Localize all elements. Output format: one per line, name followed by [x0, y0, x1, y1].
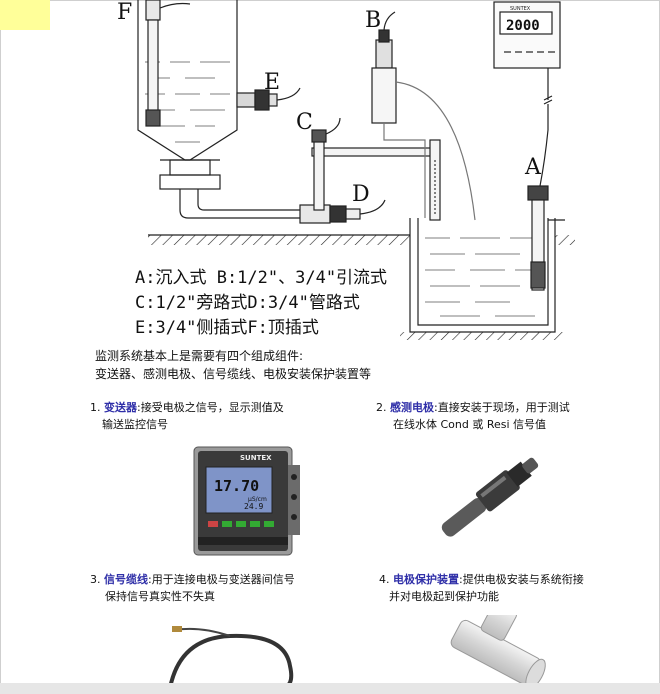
transmitter-unit: μS/cm	[248, 496, 267, 503]
intro-line-1: 监测系统基本上是需要有四个组成组件:	[95, 349, 304, 363]
legend-line-2: C:1/2"旁路式D:3/4"管路式	[135, 293, 360, 313]
item-name: 变送器	[104, 401, 137, 414]
label-c: C	[296, 110, 313, 135]
component-item-4: 4. 电极保护装置:提供电极安装与系统衔接 并对电极起到保护功能	[379, 571, 649, 605]
controller-brand: SUNTEX	[510, 6, 531, 12]
component-item-3: 3. 信号缆线:用于连接电极与变送器间信号 保持信号真实性不失真	[90, 571, 360, 605]
transmitter-temp: 24.9	[244, 502, 263, 511]
item-name: 电极保护装置	[393, 573, 459, 586]
item-desc: :用于连接电极与变送器间信号	[148, 573, 295, 586]
item-desc-2: 在线水体 Cond 或 Resi 信号值	[393, 418, 547, 431]
item-desc: :提供电极安装与系统衔接	[459, 573, 584, 586]
label-a: A	[525, 155, 541, 180]
electrode-image	[441, 457, 539, 537]
item-number: 4.	[379, 573, 390, 586]
component-item-1: 1. 变送器:接受电极之信号，显示测值及 输送监控信号	[90, 399, 360, 433]
item-desc-2: 保持信号真实性不失真	[105, 590, 215, 603]
label-f: F	[117, 0, 133, 25]
electrode-holder-image	[450, 615, 546, 689]
item-desc-2: 并对电极起到保护功能	[389, 590, 499, 603]
installation-diagram: 2000 SUNTEX	[137, 0, 575, 340]
item-number: 2.	[376, 401, 387, 414]
controller-display-value: 2000	[506, 18, 540, 34]
transmitter-brand: SUNTEX	[240, 454, 272, 462]
legend-line-1: A:沉入式 B:1/2"、3/4"引流式	[135, 268, 388, 288]
highlight-corner	[0, 0, 50, 30]
cable-image	[168, 626, 294, 688]
component-item-2: 2. 感测电极:直接安装于现场，用于测试 在线水体 Cond 或 Resi 信号…	[376, 399, 646, 433]
transmitter-image: SUNTEX 17.70 μS/cm 24.9	[193, 446, 300, 556]
transmitter-reading: 17.70	[214, 477, 259, 495]
item-name: 感测电极	[390, 401, 434, 414]
legend-line-3: E:3/4"侧插式F:顶插式	[135, 318, 319, 338]
intro-line-2: 变送器、感测电极、信号缆线、电极安装保护装置等	[95, 367, 372, 381]
label-d: D	[352, 182, 370, 207]
bottom-bar	[0, 683, 660, 694]
item-number: 1.	[90, 401, 101, 414]
item-desc-2: 输送监控信号	[102, 418, 168, 431]
label-e: E	[264, 70, 281, 95]
item-name: 信号缆线	[104, 573, 148, 586]
item-number: 3.	[90, 573, 101, 586]
label-b: B	[365, 8, 382, 33]
item-desc: :接受电极之信号，显示测值及	[137, 401, 284, 414]
item-desc: :直接安装于现场，用于测试	[434, 401, 570, 414]
